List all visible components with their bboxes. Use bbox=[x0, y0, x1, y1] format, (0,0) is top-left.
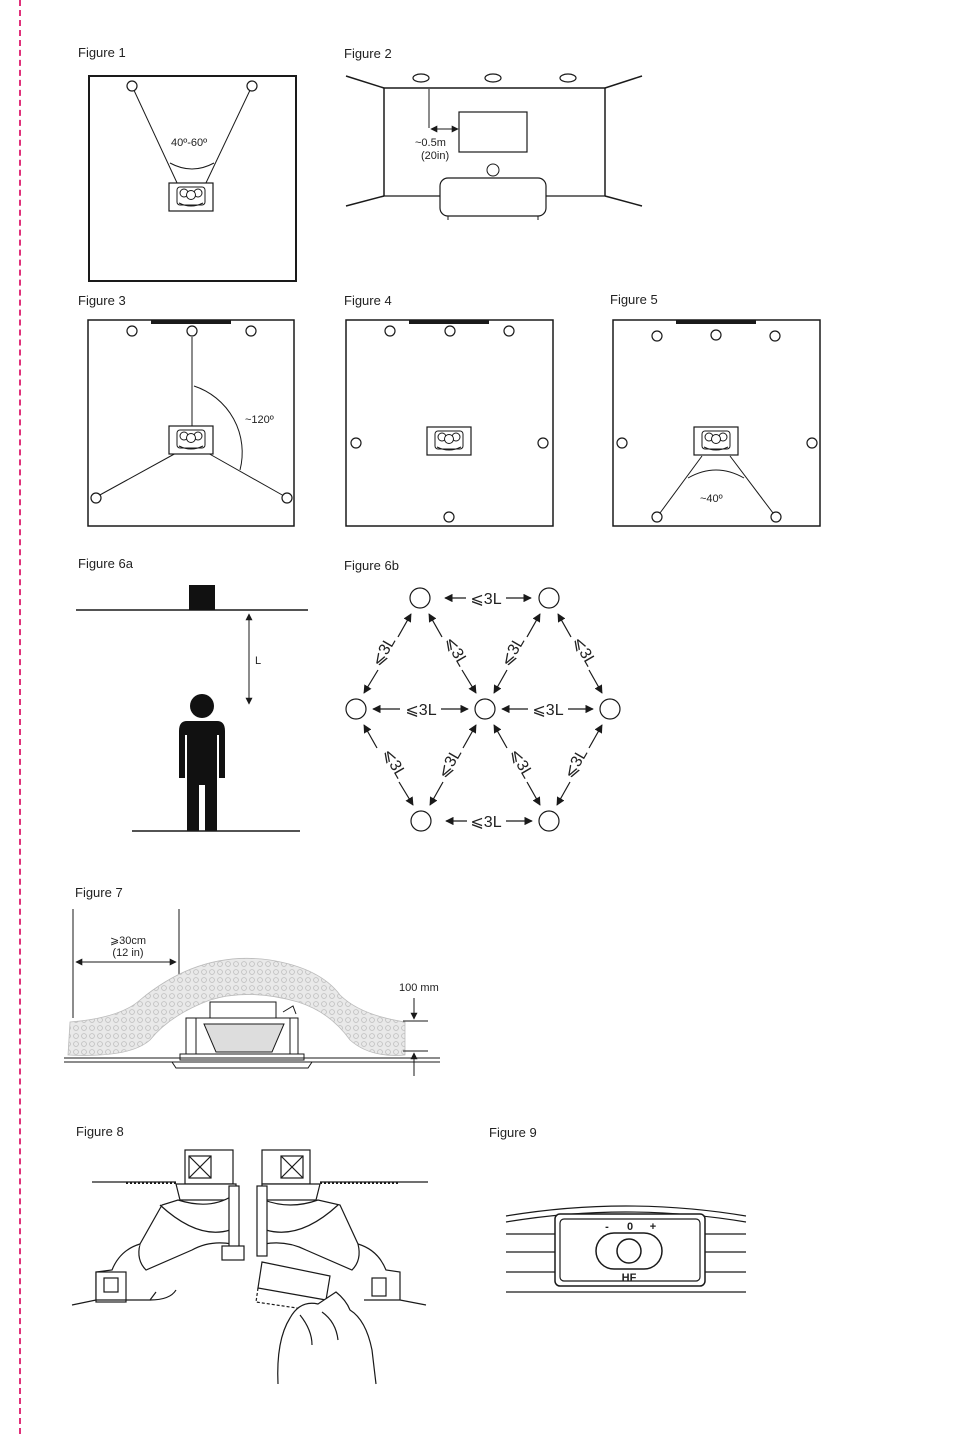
fig6b-spacing-diag: ⩽3L bbox=[379, 746, 409, 782]
fig6b-spacing-mid-right: ⩽3L bbox=[532, 702, 563, 719]
figure-8-diagram bbox=[71, 1149, 428, 1385]
listener-sofa-icon bbox=[693, 426, 739, 456]
figure-4-diagram bbox=[345, 319, 554, 527]
figure-7-diagram bbox=[64, 909, 440, 1076]
fig7-clearance-metric: ⩾30cm bbox=[110, 935, 146, 947]
listener-sofa-icon bbox=[168, 425, 214, 455]
fig7-clearance-imperial: (12 in) bbox=[112, 947, 143, 959]
fig2-distance-metric: ~0.5m bbox=[415, 137, 446, 149]
speaker-icon bbox=[126, 325, 138, 337]
speaker-icon bbox=[186, 325, 198, 337]
margin-dashed-line bbox=[19, 0, 21, 1434]
figure-2-diagram bbox=[345, 73, 643, 220]
speaker-icon bbox=[443, 511, 455, 523]
hf-switch-name-label: HF bbox=[622, 1272, 637, 1284]
fig6b-spacing-diag: ⩽3L bbox=[561, 746, 591, 782]
sofa-icon bbox=[439, 177, 547, 217]
figure-3-diagram bbox=[87, 319, 295, 527]
speaker-icon bbox=[599, 698, 621, 720]
fig6b-spacing-diag: ⩽3L bbox=[498, 634, 528, 670]
speaker-icon bbox=[559, 73, 577, 83]
figure-9-diagram bbox=[505, 1205, 747, 1293]
fig7-depth: 100 mm bbox=[399, 982, 439, 994]
fig6a-height: L bbox=[255, 655, 261, 667]
fig1-angle: 40º-60º bbox=[171, 137, 207, 149]
person-icon bbox=[179, 694, 225, 831]
fig6b-spacing-diag: ⩽3L bbox=[506, 746, 536, 782]
speaker-icon bbox=[90, 492, 102, 504]
ceiling-speaker-icon bbox=[189, 585, 215, 610]
speaker-icon bbox=[126, 80, 138, 92]
speaker-icon bbox=[537, 437, 549, 449]
figure-6a-label: Figure 6a bbox=[78, 556, 133, 571]
speaker-icon bbox=[345, 698, 367, 720]
speaker-icon bbox=[616, 437, 628, 449]
speaker-icon bbox=[384, 325, 396, 337]
speaker-icon bbox=[769, 330, 781, 342]
figure-4-label: Figure 4 bbox=[344, 293, 392, 308]
speaker-icon bbox=[281, 492, 293, 504]
speaker-icon bbox=[806, 437, 818, 449]
fig6b-spacing-bottom: ⩽3L bbox=[470, 814, 501, 831]
fig6b-spacing-mid-left: ⩽3L bbox=[405, 702, 436, 719]
figure-5-diagram bbox=[612, 319, 821, 527]
fig5-angle: ~40º bbox=[700, 493, 723, 505]
screen-icon bbox=[458, 111, 528, 153]
figure-1-diagram bbox=[88, 75, 297, 282]
speaker-icon bbox=[245, 325, 257, 337]
fig3-angle: ~120º bbox=[245, 414, 274, 426]
speaker-icon bbox=[409, 587, 431, 609]
speaker-icon bbox=[350, 437, 362, 449]
speaker-icon bbox=[484, 73, 502, 83]
listener-sofa-icon bbox=[426, 426, 472, 456]
fig2-distance-imperial: (20in) bbox=[421, 150, 449, 162]
figure-6b-label: Figure 6b bbox=[344, 558, 399, 573]
figure-2-label: Figure 2 bbox=[344, 46, 392, 61]
speaker-icon bbox=[538, 810, 560, 832]
speaker-icon bbox=[474, 698, 496, 720]
speaker-icon bbox=[651, 330, 663, 342]
fig6b-spacing-diag: ⩽3L bbox=[435, 746, 465, 782]
figure-6a-diagram bbox=[76, 585, 308, 832]
listener-sofa-icon bbox=[168, 182, 214, 212]
figure-6b-diagram bbox=[345, 587, 621, 832]
speaker-icon bbox=[412, 73, 430, 83]
figure-3-label: Figure 3 bbox=[78, 293, 126, 308]
listener-head-icon bbox=[486, 163, 500, 177]
speaker-icon bbox=[538, 587, 560, 609]
hf-switch-minus-label: - bbox=[605, 1221, 609, 1233]
fig6b-spacing-diag: ⩽3L bbox=[369, 634, 399, 670]
figure-8-label: Figure 8 bbox=[76, 1124, 124, 1139]
speaker-icon bbox=[503, 325, 515, 337]
hand-icon bbox=[277, 1291, 377, 1385]
hf-switch-knob bbox=[616, 1238, 642, 1264]
figure-9-label: Figure 9 bbox=[489, 1125, 537, 1140]
figure-1-label: Figure 1 bbox=[78, 45, 126, 60]
fig6b-spacing-top: ⩽3L bbox=[470, 591, 501, 608]
speaker-icon bbox=[246, 80, 258, 92]
figure-5-label: Figure 5 bbox=[610, 292, 658, 307]
hf-switch-zero-label: 0 bbox=[627, 1221, 633, 1233]
insulation-icon bbox=[67, 957, 406, 1056]
speaker-icon bbox=[444, 325, 456, 337]
fig6b-spacing-diag: ⩽3L bbox=[569, 634, 599, 670]
fig6b-spacing-diag: ⩽3L bbox=[441, 634, 471, 670]
speaker-icon bbox=[651, 511, 663, 523]
speaker-icon bbox=[710, 329, 722, 341]
speaker-icon bbox=[770, 511, 782, 523]
figure-7-label: Figure 7 bbox=[75, 885, 123, 900]
hf-switch-plus-label: + bbox=[650, 1221, 656, 1233]
ceiling-speaker-icon bbox=[179, 1001, 305, 1061]
speaker-icon bbox=[410, 810, 432, 832]
